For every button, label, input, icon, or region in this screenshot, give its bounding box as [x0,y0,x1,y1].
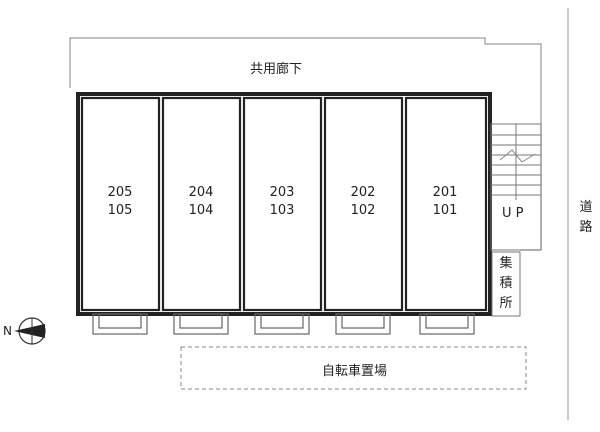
unit-upper-number: 203 [269,185,295,200]
unit-lower-number: 104 [188,203,214,218]
unit-upper-number: 202 [350,185,376,200]
unit-room-204 [161,96,242,312]
unit-room-201 [404,96,488,312]
bicycle-parking [180,346,527,390]
garbage-area-label: 集積所 [499,256,513,311]
unit-lower-number: 105 [107,203,133,218]
unit-upper-number: 204 [188,185,214,200]
unit-number-203: 203 103 [244,184,320,220]
staircase [490,123,542,251]
compass-north-label: N [3,324,12,338]
unit-number-205: 205 105 [82,184,158,220]
bicycle-parking-label: 自転車置場 [322,364,388,379]
unit-lower-number: 103 [269,203,295,218]
unit-room-203 [242,96,323,312]
unit-number-204: 204 104 [163,184,239,220]
balconies [92,313,475,335]
unit-upper-number: 205 [107,185,133,200]
unit-lower-number: 101 [432,203,458,218]
road-label: 道路 [579,200,593,235]
unit-room-202 [323,96,404,312]
unit-upper-number: 201 [432,185,458,200]
unit-lower-number: 102 [350,203,376,218]
compass-icon [14,317,46,345]
garbage-area [491,251,521,317]
unit-number-201: 201 101 [407,184,483,220]
corridor-label: 共用廊下 [250,62,303,77]
unit-room-205 [80,96,161,312]
unit-rooms [80,96,488,312]
stairs-up-label: U P [502,206,524,221]
unit-number-202: 202 102 [325,184,401,220]
